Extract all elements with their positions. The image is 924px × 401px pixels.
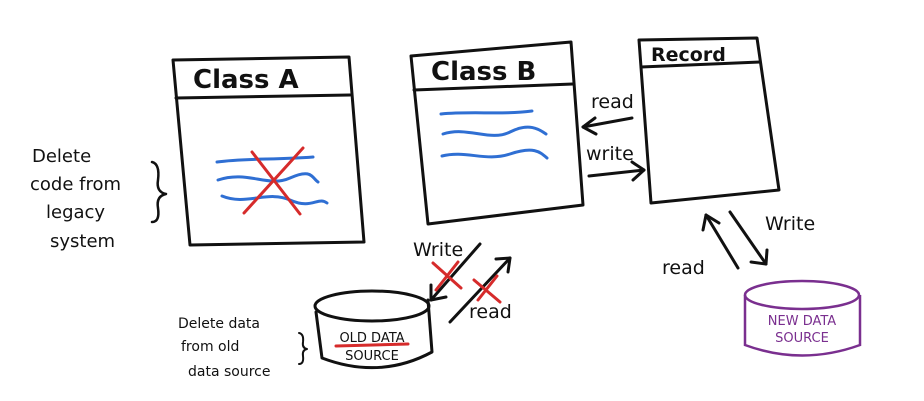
b-read-label: read: [591, 91, 634, 113]
old-source-underline: [334, 342, 410, 348]
class-a-code-line-1: [215, 155, 315, 164]
old-source-top: [313, 289, 431, 323]
old-source-line-1: OLD DATA: [339, 331, 404, 346]
class-a-code-line-2: [216, 172, 320, 184]
legacy-note-line-2: code from: [30, 174, 121, 195]
old-write-arrow-line: [429, 242, 482, 302]
class-a-cross-1: [250, 150, 302, 216]
new-source-body: [743, 295, 862, 357]
data-note-brace: [298, 332, 308, 365]
legacy-note-brace: [150, 160, 168, 224]
b-old-source-arrows: Write read: [413, 239, 512, 324]
record-write-label: Write: [765, 213, 815, 235]
class-a-title: Class A: [193, 65, 299, 95]
b-record-arrows: read write: [581, 91, 646, 182]
old-read-label: read: [469, 301, 512, 323]
legacy-note: Delete code from legacy system: [30, 146, 168, 252]
class-b-divider: [412, 82, 575, 92]
data-note-line-3: data source: [188, 364, 270, 380]
class-a-code-line-3: [220, 194, 329, 206]
class-b-code-line-3: [440, 148, 549, 160]
read-arrow-head: [581, 116, 598, 136]
legacy-note-line-3: legacy: [46, 202, 105, 223]
old-data-source: OLD DATA SOURCE: [313, 289, 434, 370]
old-read-arrow-head: [494, 256, 512, 274]
record-outline: [637, 36, 781, 205]
class-b-code-line-1: [439, 109, 534, 116]
old-write-arrow-head: [429, 283, 448, 302]
read-arrow-line: [581, 116, 634, 129]
record-read-arrow-line: [704, 213, 740, 270]
class-b-box: Class B: [409, 40, 585, 226]
legacy-note-line-1: Delete: [32, 146, 91, 167]
record-write-arrow-line: [728, 210, 768, 266]
old-source-body: [314, 298, 434, 370]
old-write-cross-2: [434, 260, 460, 292]
old-read-cross-2: [476, 274, 499, 302]
old-write-label: Write: [413, 239, 463, 261]
class-a-divider: [174, 93, 352, 100]
class-a-cross-2: [242, 146, 305, 215]
old-source-line-2: SOURCE: [345, 349, 399, 364]
new-source-top: [743, 279, 861, 311]
record-new-source-arrows: Write read: [662, 210, 815, 279]
record-box: Record: [637, 36, 781, 205]
new-source-line-1: NEW DATA: [768, 314, 837, 329]
write-arrow-line: [587, 168, 646, 178]
old-read-arrow-line: [448, 256, 512, 324]
new-source-line-2: SOURCE: [775, 331, 829, 346]
record-title: Record: [651, 44, 726, 66]
data-note-line-2: from old: [181, 339, 239, 355]
class-a-box: Class A: [171, 55, 366, 247]
legacy-note-line-4: system: [50, 231, 115, 252]
data-note: Delete data from old data source: [178, 316, 308, 380]
class-b-code-line-2: [441, 125, 548, 137]
record-read-arrow-head: [701, 213, 721, 232]
class-b-outline: [409, 40, 585, 226]
class-b-title: Class B: [431, 57, 536, 87]
record-write-arrow-head: [749, 248, 769, 266]
write-arrow-head: [630, 160, 646, 182]
class-a-outline: [171, 55, 366, 247]
record-divider: [639, 60, 762, 69]
data-note-line-1: Delete data: [178, 316, 260, 332]
record-read-label: read: [662, 257, 705, 279]
new-data-source: NEW DATA SOURCE: [743, 279, 862, 357]
b-write-label: write: [586, 143, 634, 165]
